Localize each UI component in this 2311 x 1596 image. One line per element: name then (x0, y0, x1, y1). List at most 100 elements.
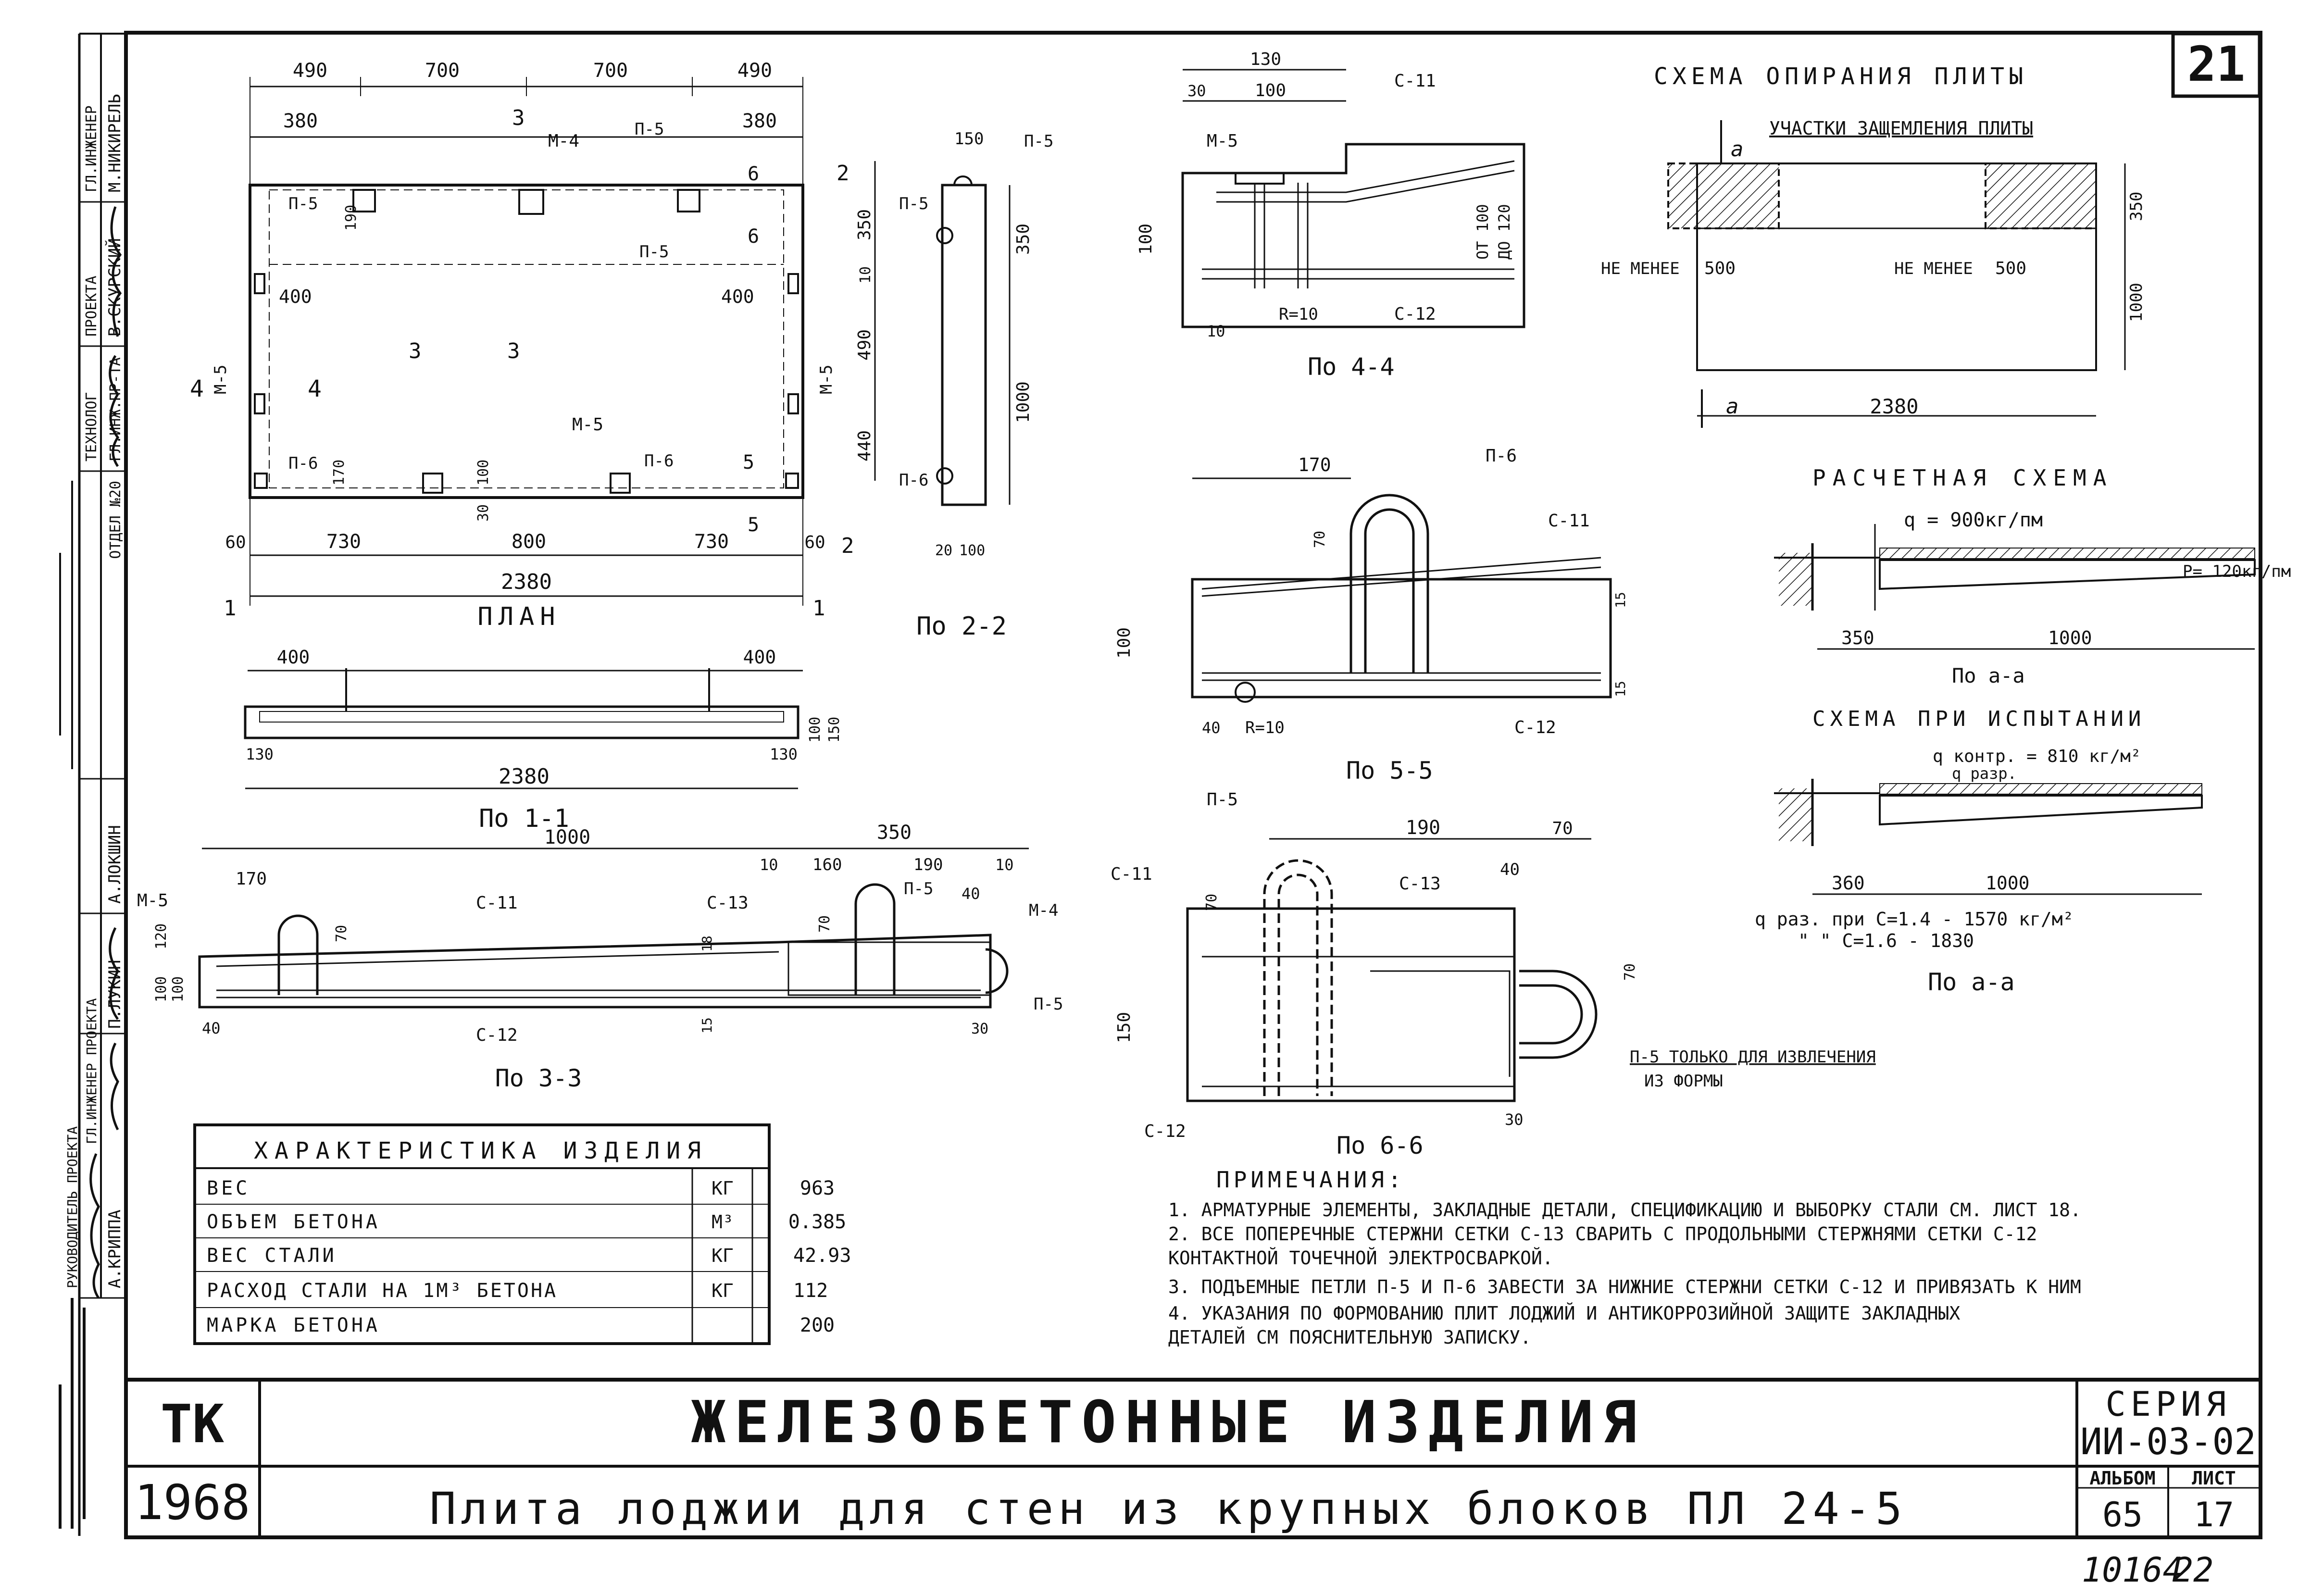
sheet-number: 21 (2187, 36, 2245, 92)
s22-dim-490: 490 (855, 329, 874, 361)
album-label: АЛЬБОМ (2089, 1468, 2155, 1489)
s22-label-p5b: П-5 (899, 194, 928, 213)
s22-dim-10: 10 (857, 266, 874, 284)
s33-label-m4: М-4 (1029, 901, 1058, 920)
plan-dim-800: 800 (512, 531, 546, 553)
plan-dim-700b: 700 (593, 60, 628, 82)
s66-dim-190: 190 (1406, 817, 1440, 839)
s33-label-p5a: П-5 (904, 879, 933, 898)
s44-label-c11: С-11 (1394, 71, 1436, 91)
s11-dim-400a: 400 (277, 647, 310, 668)
test-dim-1000: 1000 (1986, 873, 2030, 894)
s66-note: П-5 ТОЛЬКО ДЛЯ ИЗВЛЕЧЕНИЯ (1630, 1047, 1876, 1067)
notes-title: ПРИМЕЧАНИЯ: (1216, 1167, 1405, 1193)
s44-caption: По 4-4 (1308, 353, 1395, 381)
support-dim-1000: 1000 (2127, 283, 2146, 322)
characteristics-table: ХАРАКТЕРИСТИКА ИЗДЕЛИЯ ВЕС КГ 963 ОБЪЕМ … (193, 1123, 851, 1345)
left-stamp: М.НИКИРЕЛЬ В.СКУРСКИЙ ГЛ.ИНЖЕНЕР ПРОЕКТА… (59, 33, 127, 1536)
s11-dim-150: 150 (826, 717, 843, 743)
s33-sm-170: 170 (236, 869, 267, 889)
plan-dim-60b: 60 (804, 533, 825, 552)
char-row1-value: 0.385 (788, 1211, 846, 1233)
s33-sm-70b: 70 (816, 915, 833, 933)
plan-label-p5a: П-5 (635, 120, 664, 139)
char-row3-value: 112 (793, 1280, 828, 1302)
plan-view: 490 700 700 490 380 380 60 730 800 730 6… (190, 60, 854, 631)
plan-sec-6a: 6 (748, 163, 759, 185)
section-5-5: 170 П-6 С-11 С-12 70 100 15 15 40 R=10 П… (1114, 446, 1628, 785)
char-row0-unit: КГ (712, 1178, 734, 1199)
plan-sec-2: 2 (841, 534, 854, 558)
support-min-val-a: 500 (1704, 259, 1736, 278)
series-label: СЕРИЯ (2106, 1384, 2231, 1424)
support-mark-a2: а (1726, 394, 1739, 419)
s55-label-p6: П-6 (1486, 446, 1517, 466)
support-dim-350: 350 (2127, 192, 2146, 221)
support-mark-a1: а (1731, 137, 1744, 162)
s22-dim-440: 440 (855, 430, 874, 461)
calc-q: q = 900кг/пм (1904, 509, 2043, 531)
support-min-a: НЕ МЕНЕЕ (1601, 259, 1680, 278)
s44-label-c12: С-12 (1394, 304, 1436, 324)
s22-caption: По 2-2 (916, 612, 1007, 641)
s44-dim-130: 130 (1250, 50, 1281, 69)
calc-caption: По а-а (1952, 664, 2025, 687)
test-line1: q раз. при С=1.4 - 1570 кг/м² (1755, 909, 2074, 930)
s55-dim-40: 40 (1202, 719, 1221, 737)
s33-label-c11: С-11 (476, 893, 518, 913)
s55-label-c12: С-12 (1514, 718, 1556, 737)
list-label: ЛИСТ (2192, 1468, 2236, 1489)
s44-dim-10: 10 (1207, 322, 1225, 340)
s33-dim-10a: 10 (760, 856, 778, 874)
stamp-name-5: А.КРИППА (105, 1209, 125, 1288)
section-2-2: 350 10 490 440 350 1000 150 20 100 П-5 П… (837, 129, 1053, 641)
plan-sm-100: 100 (475, 460, 492, 486)
support-scheme: СХЕМА ОПИРАНИЯ ПЛИТЫ УЧАСТКИ ЗАЩЕМЛЕНИЯ … (1601, 63, 2146, 428)
s22-dim-1000: 1000 (1013, 381, 1033, 423)
title-sub: Плита лоджии для стен из крупных блоков … (429, 1483, 1907, 1534)
plan-label-p6b: П-6 (644, 451, 674, 471)
char-row1-unit: М³ (712, 1211, 734, 1233)
s33-dim-1000: 1000 (544, 826, 590, 848)
plan-dim-490b: 490 (737, 60, 772, 82)
plan-total: 2380 (501, 570, 552, 594)
s22-dim-150: 150 (954, 129, 984, 149)
char-row4-value: 200 (800, 1314, 835, 1336)
s33-sm-100b: 100 (170, 976, 187, 1002)
s33-dim-160: 160 (812, 855, 842, 874)
s22-dim-350r: 350 (1013, 224, 1033, 255)
album-value: 65 (2102, 1495, 2143, 1534)
plan-sec-4b: 4 (308, 375, 322, 402)
archive-page: 22 (2173, 1550, 2213, 1590)
s11-caption: По 1-1 (479, 804, 569, 833)
stamp-name-4: П.ЛУКИН (105, 960, 125, 1029)
s66-label-c12: С-12 (1144, 1122, 1186, 1141)
plan-label-p5b: П-5 (288, 194, 318, 213)
s33-caption: По 3-3 (495, 1064, 582, 1092)
plan-label-p5c: П-5 (639, 242, 669, 262)
s55-dim-70: 70 (1312, 531, 1328, 548)
s22-dim-350: 350 (855, 209, 874, 240)
year: 1968 (135, 1474, 250, 1531)
s55-dim-170: 170 (1298, 454, 1331, 475)
support-min-b: НЕ МЕНЕЕ (1894, 259, 1973, 278)
s33-label-c13: С-13 (707, 893, 749, 913)
plan-sec-5a: 5 (743, 451, 754, 474)
plan-sec-3c: 3 (507, 339, 520, 363)
support-label: УЧАСТКИ ЗАЩЕМЛЕНИЯ ПЛИТЫ (1769, 118, 2033, 139)
s22-label-p5a: П-5 (1024, 132, 1053, 151)
char-title: ХАРАКТЕРИСТИКА ИЗДЕЛИЯ (254, 1137, 708, 1164)
s33-dim-190: 190 (913, 855, 943, 874)
s22-dim-20: 20 (935, 542, 952, 559)
note-4b: ДЕТАЛЕЙ СМ ПОЯСНИТЕЛЬНУЮ ЗАПИСКУ. (1168, 1327, 1531, 1348)
plan-sec-6b: 6 (748, 225, 759, 248)
note-4: 4. УКАЗАНИЯ ПО ФОРМОВАНИЮ ПЛИТ ЛОДЖИЙ И … (1168, 1303, 1960, 1324)
s66-label-c11: С-11 (1111, 864, 1152, 884)
char-row1-name: ОБЪЕМ БЕТОНА (207, 1211, 380, 1233)
plan-dim-490a: 490 (293, 60, 327, 82)
s66-d-150: 150 (1114, 1012, 1134, 1043)
char-row4-name: МАРКА БЕТОНА (207, 1314, 380, 1336)
s44-label-m5: М-5 (1207, 131, 1238, 151)
plan-sec-5b: 5 (748, 514, 759, 536)
s66-label-c13: С-13 (1399, 874, 1441, 894)
